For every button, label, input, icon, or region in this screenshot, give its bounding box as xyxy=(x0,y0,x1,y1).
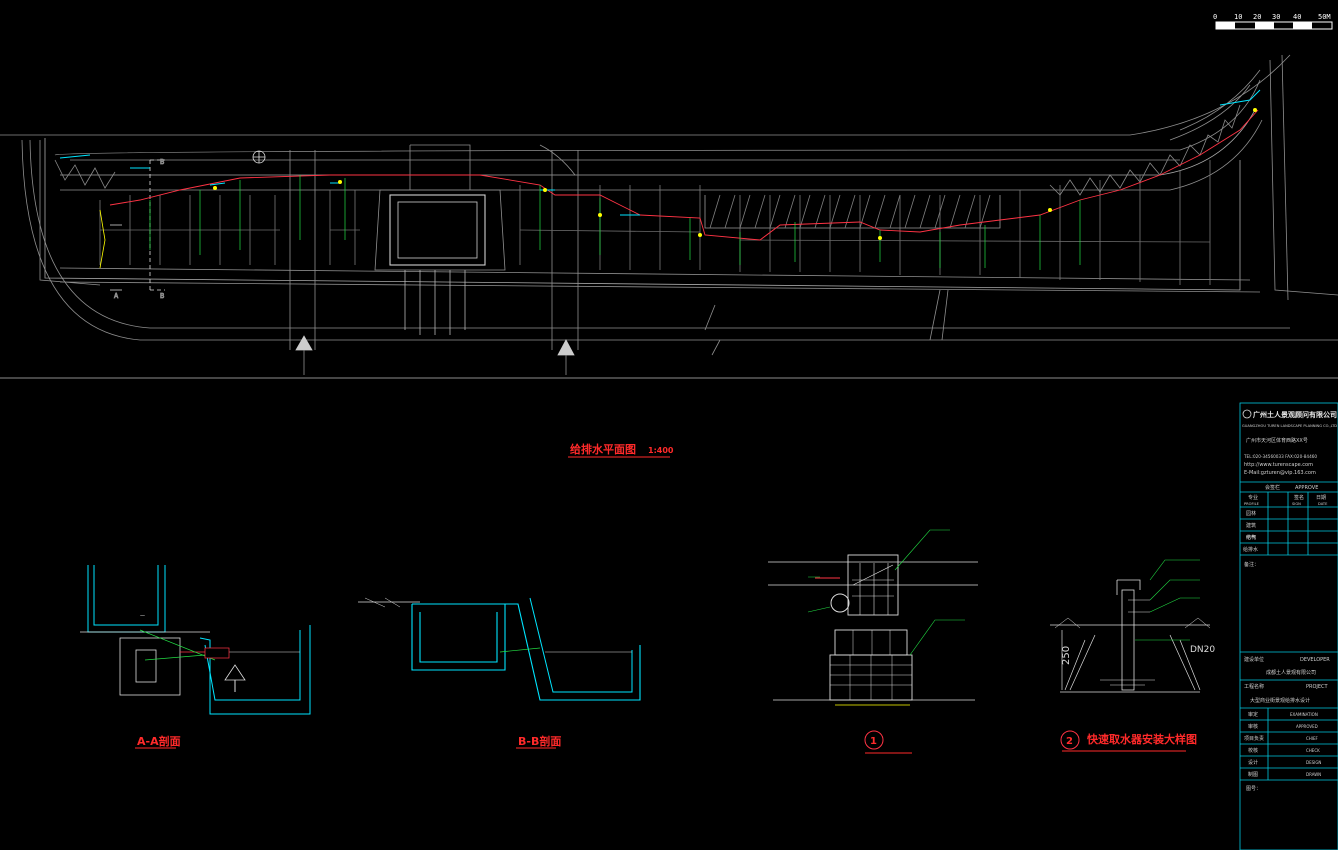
developer-cn: 建设单位 xyxy=(1244,656,1264,663)
discipline-3: 电气 xyxy=(1246,534,1256,541)
scale-tick-0: 0 xyxy=(1213,13,1217,21)
role-2-cn: 项目负责 xyxy=(1244,735,1264,742)
company-web: http://www.turenscape.com xyxy=(1244,462,1313,468)
profile-header-en-2: SIGN xyxy=(1292,502,1301,506)
developer-name: 成都土人景观有限公司 xyxy=(1266,669,1316,676)
remarks-label: 备注： xyxy=(1244,561,1259,568)
title-block xyxy=(1239,402,1338,850)
role-1-en: APPROVED xyxy=(1296,724,1318,729)
role-5-en: DRAWN xyxy=(1306,772,1321,777)
discipline-2: 结构 xyxy=(1246,534,1256,541)
role-4-en: DESIGN xyxy=(1306,760,1321,765)
approve-cn: 会签栏 xyxy=(1265,484,1280,491)
role-2-en: CHIEF xyxy=(1306,736,1319,741)
title-block-text: 广州土人景观顾问有限公司 GUANGZHOU TUREN LANDSCAPE P… xyxy=(1242,410,1337,792)
discipline-0: 园林 xyxy=(1246,510,1256,517)
company-name: 广州土人景观顾问有限公司 xyxy=(1253,410,1337,419)
role-0-cn: 审定 xyxy=(1248,711,1258,718)
dimension-250: 250 xyxy=(1061,646,1072,665)
role-0-en: EXAMINATION xyxy=(1290,712,1318,717)
detail-1-marker xyxy=(864,730,884,750)
profile-header-1: 专业 xyxy=(1248,494,1258,501)
detail-2-marker xyxy=(1060,730,1080,750)
detail-2-title: 快速取水器安装大样图 xyxy=(1086,732,1197,746)
discipline-4: 给排水 xyxy=(1243,546,1258,553)
role-5-cn: 制图 xyxy=(1248,771,1258,778)
company-name-en: GUANGZHOU TUREN LANDSCAPE PLANNING CO.,L… xyxy=(1242,424,1337,428)
approve-en: APPROVE xyxy=(1295,485,1318,491)
drawing-number-label: 图号： xyxy=(1246,786,1261,792)
role-3-cn: 校核 xyxy=(1248,747,1258,754)
section-aa-title: A-A剖面 xyxy=(137,734,181,748)
company-mail: E-Mail:gzturen@vip.163.com xyxy=(1244,470,1316,476)
svg-text:—: — xyxy=(140,613,145,619)
plan-title: 给排水平面图 1:400 xyxy=(568,442,674,458)
project-cn: 工程名称 xyxy=(1244,683,1264,690)
detail-1-number: 1 xyxy=(870,736,877,747)
section-bb: B-B剖面 xyxy=(358,597,641,749)
scale-bar: 0 10 20 30 40 50M xyxy=(1213,13,1333,30)
profile-header-2: 签名 xyxy=(1294,494,1304,501)
detail-2: 250 DN20 2 快速取水器安装大样图 xyxy=(1050,559,1215,752)
section-marker-b-top: B xyxy=(160,158,164,166)
role-4-cn: 设计 xyxy=(1248,759,1258,766)
pipe-dn20-label: DN20 xyxy=(1190,645,1215,655)
plan-title-text: 给排水平面图 xyxy=(570,442,636,456)
plan-scale-text: 1:400 xyxy=(648,446,674,455)
detail-2-number: 2 xyxy=(1066,736,1073,747)
scale-tick-10: 10 xyxy=(1234,13,1242,21)
role-1-cn: 审核 xyxy=(1248,723,1258,730)
profile-header-3: 日期 xyxy=(1316,495,1326,501)
scale-tick-50: 50M xyxy=(1318,13,1331,21)
profile-header-en-1: PROFILE xyxy=(1244,502,1260,506)
scale-tick-40: 40 xyxy=(1293,13,1301,21)
role-3-en: CHECK xyxy=(1306,748,1320,753)
discipline-1: 建筑 xyxy=(1246,522,1256,529)
detail-1: 1 xyxy=(768,529,978,754)
company-address: 广州市天河区体育西路XX号 xyxy=(1246,437,1308,444)
project-en: PROJECT xyxy=(1306,684,1329,690)
section-marker-a: A xyxy=(114,292,119,300)
pipe-network xyxy=(59,89,1261,270)
profile-header-en-3: DATE xyxy=(1318,502,1328,506)
section-marker-b-bottom: B xyxy=(160,292,164,300)
scale-tick-20: 20 xyxy=(1253,13,1261,21)
section-bb-title: B-B剖面 xyxy=(518,734,561,748)
developer-en: DEVELOPER xyxy=(1300,657,1330,663)
scale-tick-30: 30 xyxy=(1272,13,1280,21)
section-aa: — A-A剖面 xyxy=(80,565,311,749)
company-tel: TEL:020-34560033 FAX:020-84460 xyxy=(1243,454,1317,459)
project-name: 大型商业街景观给排水设计 xyxy=(1250,697,1310,704)
